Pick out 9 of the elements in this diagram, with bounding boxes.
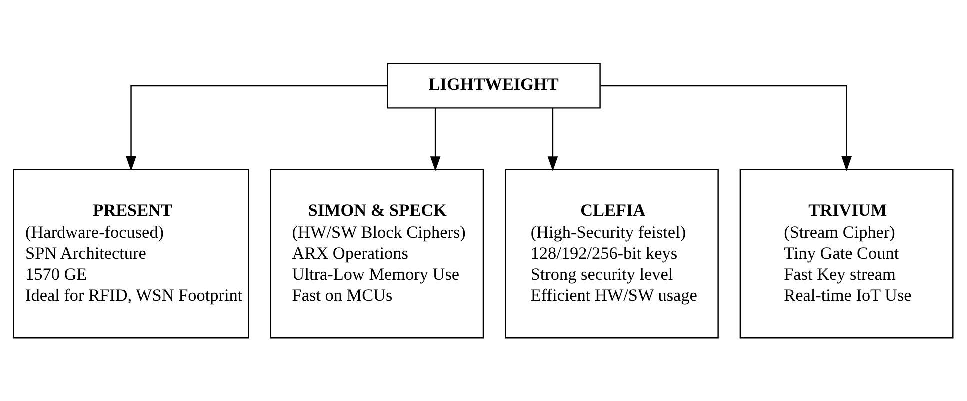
- node-box: PRESENT (Hardware-focused) SPN Architecture 1570 GE Ideal for RFID, WSN Footprint: [13, 168, 250, 338]
- arrow: [126, 84, 388, 171]
- node-box: CLEFIA (High-Security feistel) 128/192/256-bit keys Strong security level Efficient HW/SW usage: [505, 168, 719, 338]
- arrow: [600, 84, 852, 171]
- node-box: LIGHTWEIGHT: [387, 62, 601, 108]
- arrow: [548, 108, 558, 171]
- arrow: [430, 108, 441, 171]
- node-box: SIMON & SPECK (HW/SW Block Ciphers) ARX Operations Ultra-Low Memory Use Fast on MCUs: [270, 168, 484, 338]
- node-box: TRIVIUM (Stream Cipher) Tiny Gate Count Fast Key stream Real-time IoT Use: [740, 168, 954, 338]
